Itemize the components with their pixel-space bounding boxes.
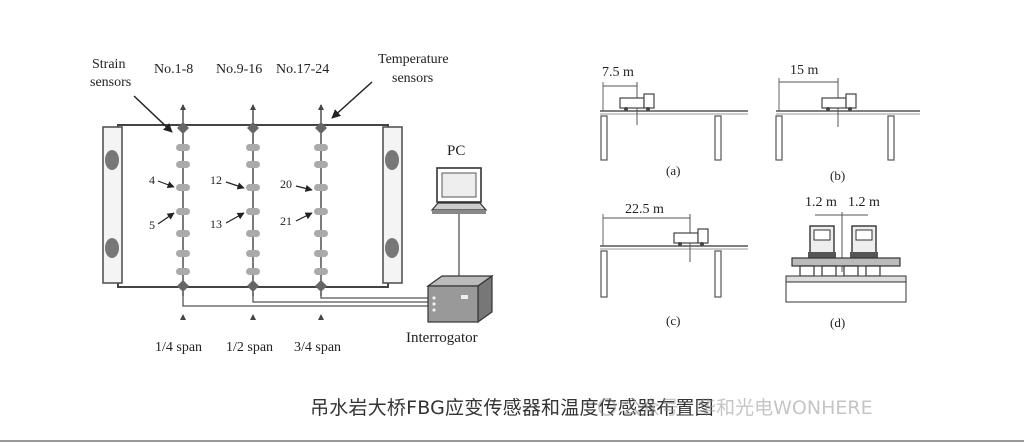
sensor-layout-diagram: Strain sensors Temperature sensors No.1-… — [90, 52, 494, 355]
strain-arrow — [133, 95, 173, 133]
sensor-number-20: 20 — [280, 177, 292, 191]
span-label-half: 1/2 span — [226, 340, 273, 355]
load-case-d-distance-right: 1.2 m — [848, 195, 880, 210]
fiber-cables — [182, 292, 430, 307]
span-label-quarter: 1/4 span — [155, 340, 202, 355]
watermark-text: 公众号 · 华和光电WONHERE — [622, 397, 873, 419]
load-case-b: 15 m (b) — [775, 63, 920, 183]
load-case-d-distance-left: 1.2 m — [805, 195, 837, 210]
bottom-divider — [0, 440, 1024, 442]
load-case-b-tag: (b) — [830, 168, 845, 183]
pc-icon — [430, 167, 488, 276]
group-label-1: No.1-8 — [154, 62, 193, 77]
span-label-three-quarter: 3/4 span — [294, 340, 341, 355]
load-case-d-tag: (d) — [830, 315, 845, 330]
load-case-a-tag: (a) — [666, 163, 680, 178]
sensor-number-5: 5 — [149, 218, 155, 232]
sensor-number-13: 13 — [210, 217, 222, 231]
right-support — [382, 126, 403, 284]
pc-label: PC — [447, 143, 465, 159]
watermark: 公众号 · 华和光电WONHERE — [598, 393, 873, 420]
load-case-a: 7.5 m (a) — [600, 65, 748, 178]
interrogator-icon — [426, 274, 494, 324]
sensor-column-1 — [176, 105, 190, 296]
strain-label-1: Strain — [92, 57, 125, 72]
temperature-arrow — [331, 81, 373, 119]
load-case-c-tag: (c) — [666, 313, 680, 328]
sensor-number-12: 12 — [210, 173, 222, 187]
interrogator-label: Interrogator — [406, 330, 478, 346]
sensor-column-3 — [314, 105, 328, 296]
load-case-c: 22.5 m (c) — [600, 202, 748, 328]
strain-label-2: sensors — [90, 75, 131, 90]
load-case-d: 1.2 m 1.2 m (d) — [785, 195, 907, 330]
watermark-logo-icon — [598, 397, 616, 416]
temperature-label-1: Temperature — [378, 52, 449, 67]
load-case-b-distance: 15 m — [790, 63, 819, 78]
load-case-a-distance: 7.5 m — [602, 65, 634, 80]
group-label-2: No.9-16 — [216, 62, 262, 77]
group-label-3: No.17-24 — [276, 62, 329, 77]
sensor-number-21: 21 — [280, 214, 292, 228]
load-case-c-distance: 22.5 m — [625, 202, 664, 217]
temperature-label-2: sensors — [392, 71, 433, 86]
sensor-column-2 — [246, 105, 260, 296]
sensor-number-4: 4 — [149, 173, 155, 187]
left-support — [102, 126, 123, 284]
bridge-sensor-figure: Strain sensors Temperature sensors No.1-… — [90, 52, 920, 355]
